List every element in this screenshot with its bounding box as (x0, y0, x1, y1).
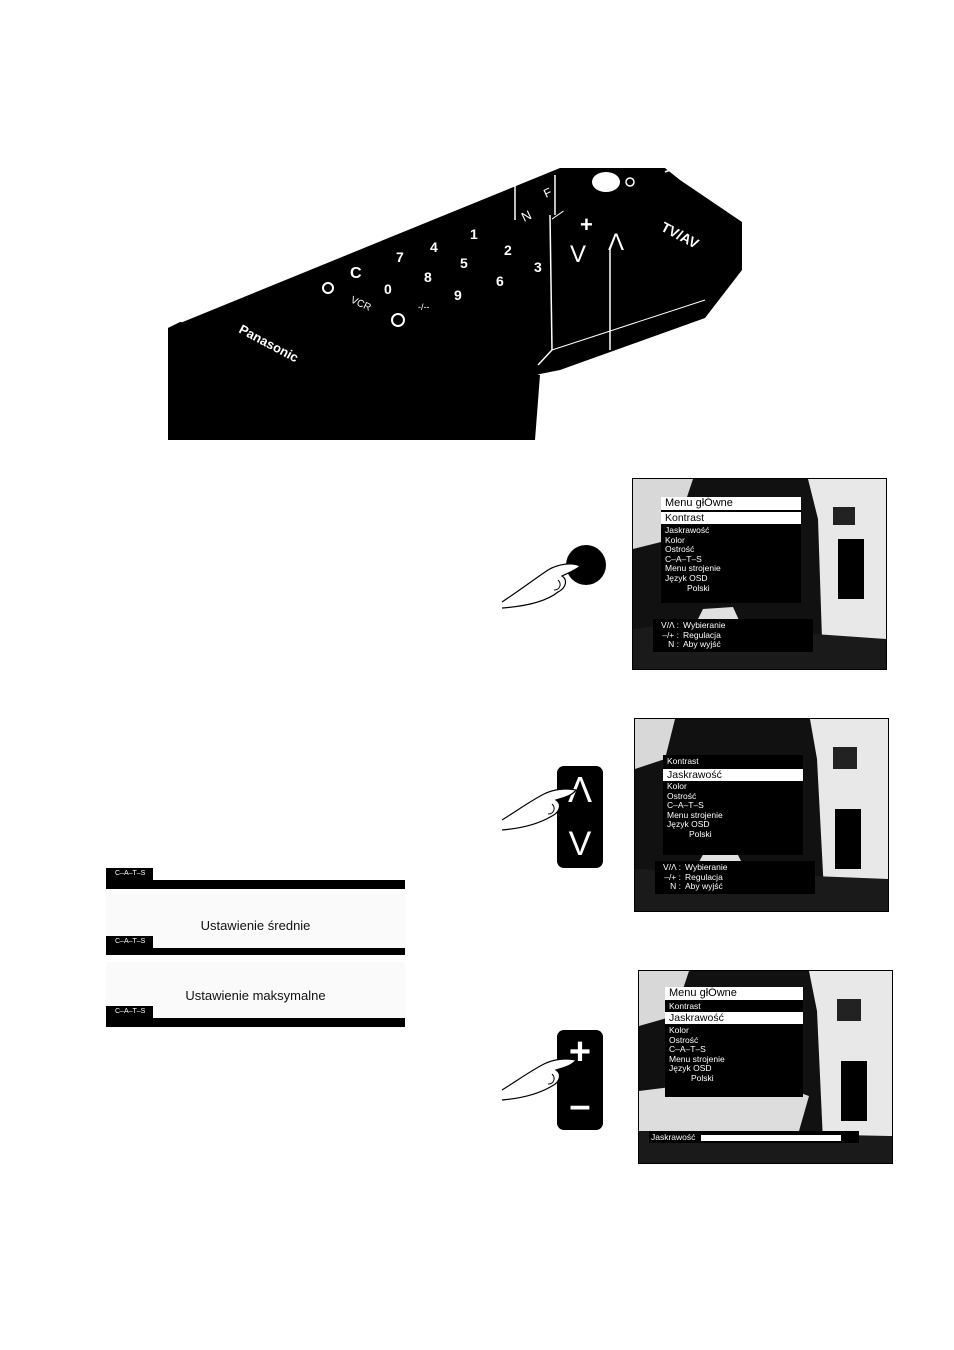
menu-round-button[interactable] (566, 545, 606, 585)
cats-label: C–A–T–S (106, 936, 154, 948)
help-text: Regulacja (685, 871, 723, 882)
remote-up-button[interactable]: Λ (608, 229, 624, 256)
help-panel: V/Λ : Wybieranie –/+ : Regulacja N : Aby wy… (653, 619, 813, 652)
remote-digit-buttons[interactable]: 1 2 3 4 5 6 7 8 9 0 (384, 226, 542, 303)
remote-down-button[interactable]: V (570, 241, 586, 268)
menu-item[interactable]: C–A–T–S (667, 800, 704, 811)
cats-caption: Ustawienie maksymalne (185, 988, 326, 1003)
menu-title: Menu głÓwne (661, 497, 801, 510)
menu-title: Menu głÓwne (665, 987, 803, 1000)
help-text: Aby wyjść (685, 881, 723, 892)
svg-text:5: 5 (460, 255, 468, 271)
main-menu-panel: Menu głÓwne Kontrast Jaskrawość Kolor Os… (661, 497, 801, 603)
menu-item-highlighted[interactable]: Jaskrawość (663, 769, 803, 781)
remote-control-illustration: Panasonic F N — + TV/AV Λ V 1 2 3 4 5 6 … (168, 168, 742, 440)
svg-text:1: 1 (470, 226, 478, 242)
menu-item[interactable]: Jaskrawość (665, 525, 710, 535)
hand-pressing-menu-button (501, 545, 606, 609)
help-key: –/+ : (664, 871, 681, 882)
svg-text:9: 9 (454, 287, 462, 303)
svg-text:7: 7 (396, 249, 404, 265)
adjust-bar-label: Jaskrawość (651, 1132, 696, 1142)
remote-mute-icon[interactable] (322, 282, 334, 294)
cats-label: C–A–T–S (106, 868, 154, 880)
menu-language-value: Polski (691, 1072, 714, 1083)
cats-level-bar (106, 880, 405, 889)
tv-screen-adjust-item: Menu głÓwne Kontrast Jaskrawość Kolor Os… (638, 970, 893, 1164)
help-key: N : (668, 639, 679, 650)
help-key: V/Λ : (663, 862, 681, 872)
hand-pressing-up-button (501, 788, 577, 831)
cats-level-bar (106, 948, 405, 955)
keypad-down-icon[interactable]: V (568, 825, 592, 863)
keypad-minus-icon[interactable]: – (569, 1085, 591, 1127)
remote-record-icon[interactable] (391, 313, 405, 327)
menu-item[interactable]: Kolor (669, 1025, 689, 1035)
updown-keypad (557, 766, 603, 868)
menu-item-highlighted[interactable]: Jaskrawość (665, 1012, 803, 1024)
tv-screen-select-item: Kontrast Jaskrawość Kolor Ostrość C–A–T–… (634, 718, 889, 912)
menu-item[interactable]: Menu strojenie (667, 809, 723, 820)
menu-item-previous[interactable]: Kontrast (663, 755, 803, 767)
tv-screen-main-menu: Menu głÓwne Kontrast Jaskrawość Kolor Os… (632, 478, 887, 670)
menu-language-value: Polski (687, 582, 710, 593)
help-text: Wybieranie (683, 620, 726, 630)
adjust-bar-level (701, 1135, 841, 1141)
cats-label: C–A–T–S (106, 1006, 154, 1018)
cats-caption: Ustawienie średnie (200, 918, 311, 933)
menu-item-highlighted[interactable]: Kontrast (661, 512, 801, 524)
cats-setting-min: C–A–T–S (106, 868, 405, 890)
help-text: Wybieranie (685, 862, 728, 872)
cats-level-bar (106, 1018, 405, 1027)
remote-plus-button[interactable]: + (580, 212, 593, 237)
svg-text:6: 6 (496, 273, 504, 289)
menu-language-value: Polski (689, 828, 712, 839)
help-key: N : (670, 881, 681, 892)
cats-setting-max: Ustawienie maksymalne C–A–T–S (106, 962, 405, 1028)
menu-item[interactable]: Kolor (667, 781, 687, 791)
menu-item[interactable]: Menu strojenie (665, 563, 721, 574)
svg-text:4: 4 (430, 239, 438, 255)
menu-item[interactable]: Ostrość (669, 1034, 699, 1045)
menu-item[interactable]: Język OSD (667, 819, 710, 830)
menu-item-previous[interactable]: Kontrast (669, 1001, 701, 1011)
menu-item[interactable]: C–A–T–S (665, 553, 702, 564)
remote-power-icon[interactable] (625, 177, 635, 187)
menu-item[interactable]: Ostrość (665, 544, 695, 555)
help-text: Aby wyjść (683, 639, 721, 650)
plusminus-keypad (557, 1030, 603, 1130)
remote-dash-button[interactable]: -/-- (418, 302, 430, 312)
hand-pressing-plus-button (501, 1058, 577, 1101)
help-text: Regulacja (683, 629, 721, 640)
menu-item[interactable]: Język OSD (669, 1063, 712, 1074)
menu-item[interactable]: Język OSD (665, 572, 708, 583)
adjust-bar: Jaskrawość (649, 1131, 859, 1143)
main-menu-panel: Kontrast Jaskrawość Kolor Ostrość C–A–T–… (663, 755, 803, 855)
cats-setting-medium: Ustawienie średnie C–A–T–S (106, 892, 405, 955)
menu-item[interactable]: Menu strojenie (669, 1053, 725, 1064)
svg-text:8: 8 (424, 269, 432, 285)
svg-text:2: 2 (504, 242, 512, 258)
remote-c-button[interactable]: C (350, 265, 362, 282)
svg-text:3: 3 (534, 259, 542, 275)
help-key: –/+ : (662, 629, 679, 640)
menu-item[interactable]: C–A–T–S (669, 1044, 706, 1055)
menu-item[interactable]: Ostrość (667, 790, 697, 801)
help-key: V/Λ : (661, 620, 679, 630)
help-panel: V/Λ : Wybieranie –/+ : Regulacja N : Aby wy… (655, 861, 815, 894)
svg-text:0: 0 (384, 281, 392, 297)
menu-item[interactable]: Kolor (665, 534, 685, 545)
main-menu-panel: Menu głÓwne Kontrast Jaskrawość Kolor Os… (665, 987, 803, 1097)
